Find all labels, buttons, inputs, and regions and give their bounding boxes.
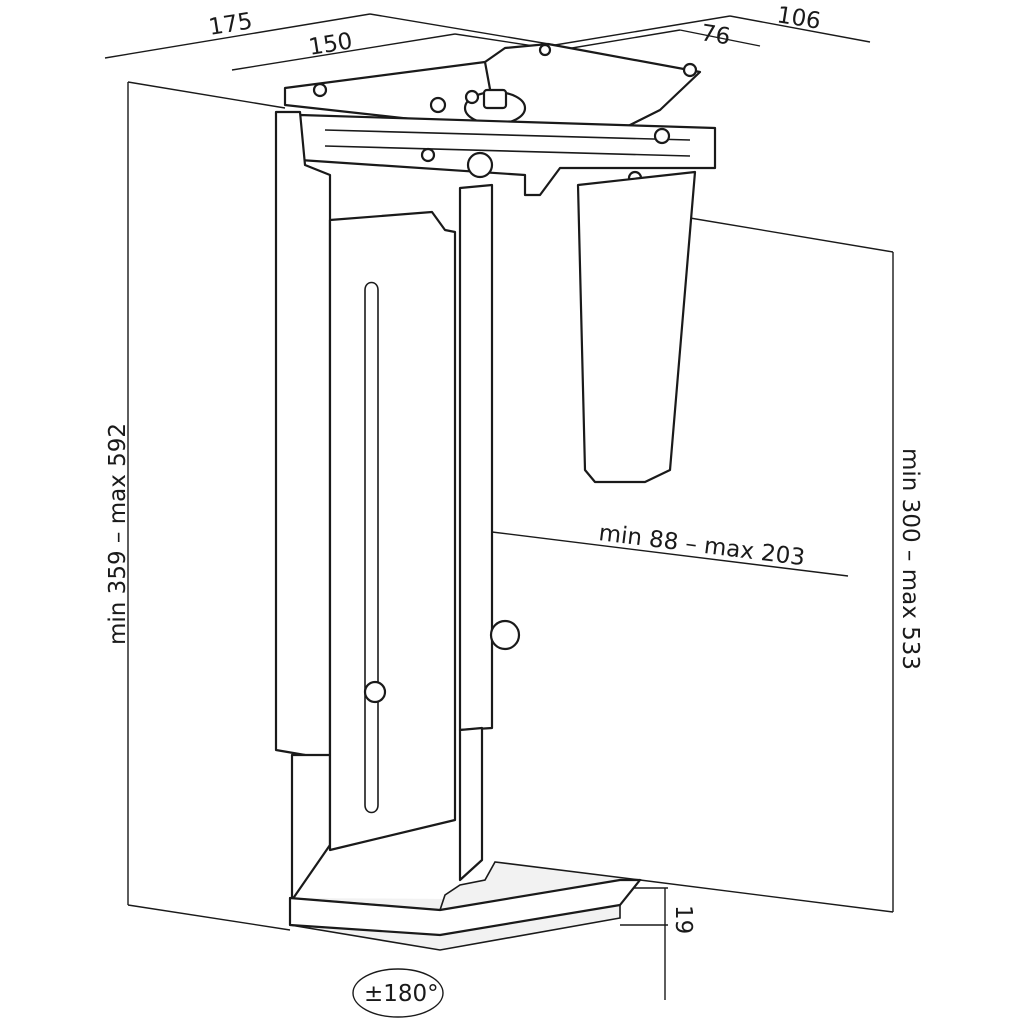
- horizontal-rail: [298, 113, 717, 197]
- rotation-arrow-icon: [352, 968, 444, 1018]
- swivel-nut: [482, 88, 508, 110]
- front-inner-tube: [458, 726, 484, 882]
- base-plate: [288, 878, 642, 937]
- dim-right-overall-width: 106: [775, 2, 822, 35]
- dim-top-overall-width: 175: [207, 8, 254, 41]
- screw-hole-icon: [429, 96, 447, 114]
- back-panel: [328, 210, 457, 852]
- side-clamp-plate: [576, 170, 697, 484]
- screw-hole-icon: [682, 62, 698, 78]
- rotation-indicator: [352, 968, 444, 1018]
- dim-right-plate-width: 76: [699, 20, 732, 50]
- left-outer-tube: [274, 110, 332, 847]
- screw-icon: [363, 680, 387, 704]
- dim-inner-width: min 88 – max 203: [597, 520, 806, 571]
- screw-hole-icon: [538, 43, 552, 57]
- adjustment-knob-icon: [466, 151, 494, 179]
- cpu-holder-drawing: [274, 42, 717, 951]
- dim-inner-height: min 300 – max 533: [897, 448, 923, 670]
- screw-hole-icon: [464, 89, 480, 105]
- screw-icon: [420, 147, 436, 163]
- front-outer-tube: [458, 183, 494, 732]
- left-inner-tube: [290, 753, 332, 902]
- dim-base-height: 19: [670, 905, 696, 934]
- dim-top-plate-width: 150: [307, 28, 354, 61]
- dim-rotation: ±180°: [364, 981, 439, 1007]
- dimension-lines: [104, 13, 894, 1000]
- screw-hole-icon: [312, 82, 328, 98]
- dim-overall-height: min 359 – max 592: [105, 423, 131, 645]
- screw-icon: [653, 127, 671, 145]
- height-lock-knob-icon: [489, 619, 521, 651]
